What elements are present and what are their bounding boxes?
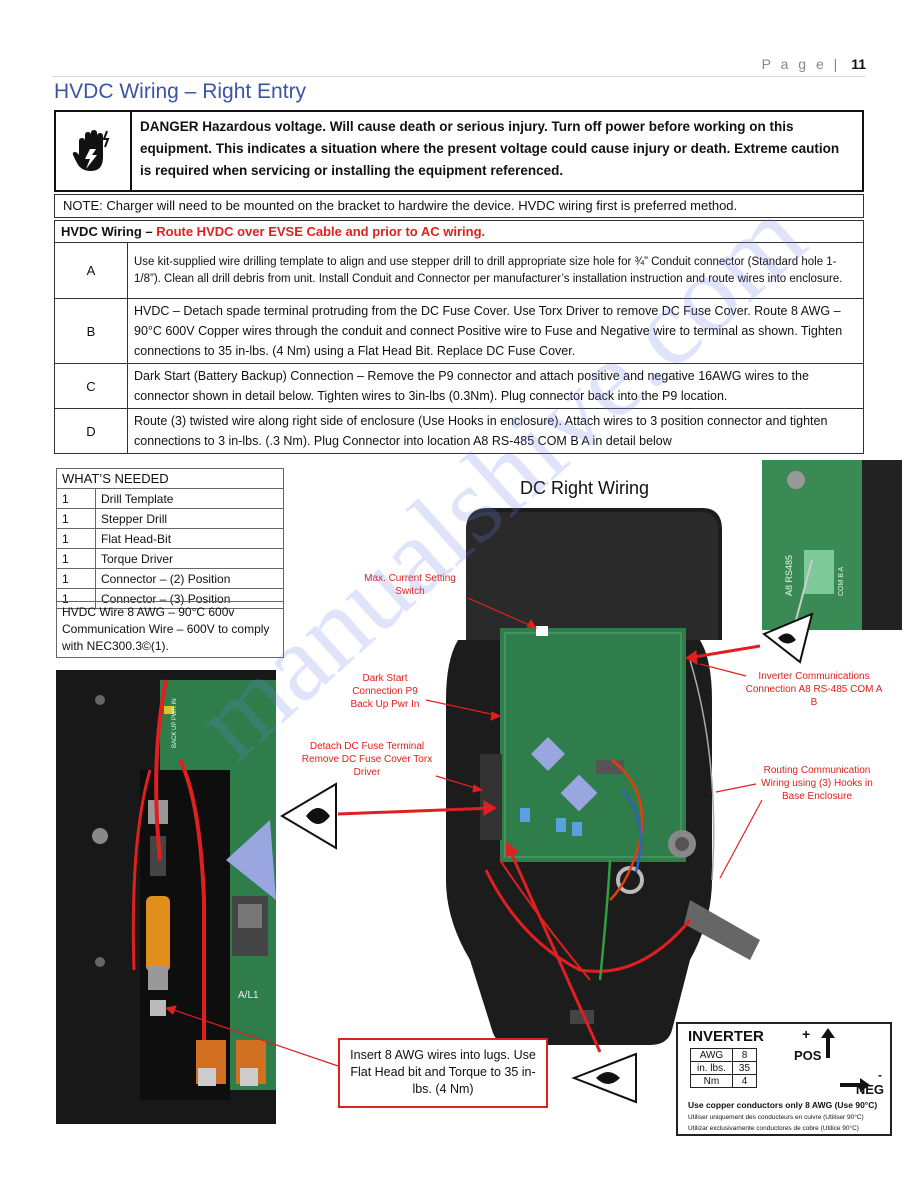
pointer-arrows xyxy=(164,597,763,1067)
neg-label: NEG xyxy=(855,1082,884,1097)
note-text: NOTE: Charger will need to be mounted on… xyxy=(54,194,864,218)
spec-value: 8 xyxy=(731,1048,758,1062)
step-text: Route (3) twisted wire along right side … xyxy=(127,408,864,454)
spec-key: AWG xyxy=(690,1048,733,1062)
rs485-label: A8 RS485 xyxy=(784,554,794,596)
inverter-footer-es: Utilizar exclusivamente conductores de c… xyxy=(688,1125,859,1132)
eye-icon xyxy=(571,1052,637,1104)
eye-icon xyxy=(762,612,814,664)
step-letter: D xyxy=(54,408,128,454)
danger-text: DANGER Hazardous voltage. Will cause dea… xyxy=(140,119,840,178)
minus-sign: - xyxy=(878,1068,882,1082)
step-text: Use kit-supplied wire drilling template … xyxy=(127,242,864,299)
needed-item: Connector – (3) Position xyxy=(95,588,284,609)
label-inverter-comm: Inverter Communications Connection A8 RS… xyxy=(745,671,883,708)
diagram-title: DC Right Wiring xyxy=(520,478,650,498)
torque-callout: Insert 8 AWG wires into lugs. Use Flat H… xyxy=(338,1038,548,1108)
inverter-title: INVERTER xyxy=(688,1028,764,1045)
spec-key: Nm xyxy=(690,1074,733,1088)
steps-table: HVDC Wiring – Route HVDC over EVSE Cable… xyxy=(54,220,864,454)
label-dark-start: Dark Start Connection P9 Back Up Pwr In xyxy=(350,673,420,710)
danger-notice: DANGER Hazardous voltage. Will cause dea… xyxy=(54,110,864,192)
eye-icon xyxy=(280,782,337,850)
backup-label: BACK UP PWR IN xyxy=(172,698,178,748)
right-arrow-icon xyxy=(840,1078,870,1092)
needed-item: Drill Template xyxy=(95,488,284,509)
high-voltage-hand-icon xyxy=(56,112,132,190)
inverter-footer: Use copper conductors only 8 AWG (Use 90… xyxy=(688,1100,878,1110)
step-text: Dark Start (Battery Backup) Connection –… xyxy=(127,363,864,409)
steps-header: HVDC Wiring – Route HVDC over EVSE Cable… xyxy=(54,220,864,243)
pos-label: POS xyxy=(794,1048,822,1063)
label-max-current: Max. Current Setting Switch xyxy=(364,573,456,597)
spec-value: 4 xyxy=(731,1074,758,1088)
needed-item: Torque Driver xyxy=(95,548,284,569)
step-letter: B xyxy=(54,298,128,364)
header-rule xyxy=(52,76,866,77)
needed-footer: HVDC Wire 8 AWG – 90°C 600v Communicatio… xyxy=(56,601,284,658)
label-dc-fuse: Detach DC Fuse Terminal Remove DC Fuse C… xyxy=(301,741,433,778)
com-label: COM B A xyxy=(838,566,845,596)
fuse-detail xyxy=(56,670,276,1124)
label-routing: Routing Communication Wiring using (3) H… xyxy=(761,765,873,802)
spec-value: 35 xyxy=(731,1061,758,1075)
needed-item: Flat Head-Bit xyxy=(95,528,284,549)
inverter-footer-fr: Utiliser uniquement des conducteurs en c… xyxy=(688,1114,864,1121)
charger-housing xyxy=(446,508,760,1045)
needed-item: Stepper Drill xyxy=(95,508,284,529)
plus-sign: + xyxy=(802,1026,811,1042)
al1-label: A/L1 xyxy=(238,990,259,1001)
rs485-detail xyxy=(762,460,902,630)
up-arrow-icon xyxy=(821,1028,835,1058)
spec-key: in. lbs. xyxy=(690,1061,733,1075)
page-number: P a g e | 11 xyxy=(761,56,866,72)
page-title: HVDC Wiring – Right Entry xyxy=(54,80,307,103)
step-text: HVDC – Detach spade terminal protruding … xyxy=(127,298,864,364)
